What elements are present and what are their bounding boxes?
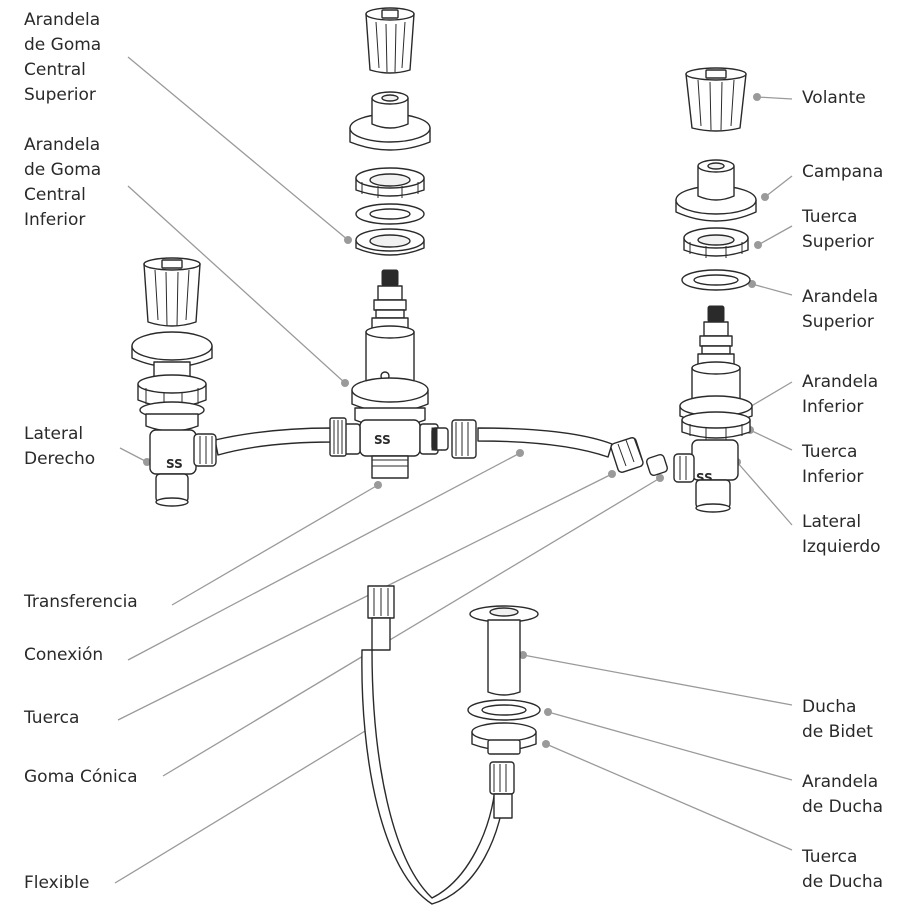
label-tuerca-superior: Tuerca Superior [802, 207, 874, 252]
label-tuerca-ducha: Tuerca de Ducha [802, 847, 884, 892]
left-valve-body: SS [149, 429, 217, 507]
bidet-shower-washer [467, 699, 541, 721]
label-campana: Campana [802, 162, 884, 182]
right-cone-goma-conica [645, 453, 669, 477]
leader-lines [114, 56, 793, 884]
label-volante: Volante [802, 88, 866, 108]
leader-lateral-derecho [119, 447, 148, 463]
center-upper-washer [355, 203, 425, 225]
leader-arandela-superior [751, 283, 793, 296]
transfer-pipe-right [477, 427, 613, 458]
leader-tuerca-superior [757, 225, 793, 246]
right-valve-upper-washer [681, 269, 751, 291]
label-conexion: Conexión [24, 645, 104, 665]
leader-arandela-inferior [747, 381, 793, 409]
label-arandela-goma-central-inferior: Arandela de Goma Central Inferior [24, 135, 102, 230]
leader-lateral-izquierdo [736, 461, 793, 526]
right-side-nut-tuerca [610, 437, 644, 473]
center-stem [365, 269, 415, 388]
label-arandela-goma-central-superior: Arandela de Goma Central Superior [24, 10, 102, 105]
leader-arandela-ducha [547, 711, 793, 781]
leader-tuerca-ducha [545, 743, 793, 851]
center-bell-campana [349, 91, 431, 151]
label-flexible: Flexible [24, 873, 90, 893]
right-valve-stem [691, 305, 741, 409]
left-ss-logo: SS [166, 457, 183, 471]
leader-transferencia [171, 484, 379, 606]
transfer-pipe-left [214, 427, 333, 456]
leader-flexible [114, 727, 371, 884]
label-goma-conica: Goma Cónica [24, 767, 138, 787]
leader-campana [764, 175, 793, 198]
leader-tuerca-inferior [749, 429, 793, 451]
leader-arandela-goma-central-superior [127, 56, 349, 241]
left-valve-handle [143, 257, 201, 327]
label-transferencia: Transferencia [24, 592, 138, 612]
label-lateral-izquierdo: Lateral Izquierdo [802, 512, 881, 557]
left-valve-nut [137, 374, 207, 432]
label-arandela-superior: Arandela Superior [802, 287, 879, 332]
label-tuerca: Tuerca [24, 708, 80, 728]
center-connector-conexion [431, 427, 449, 451]
leader-goma-conica [162, 477, 661, 777]
center-ss-logo: SS [374, 433, 391, 447]
label-arandela-ducha: Arandela de Ducha [802, 772, 884, 817]
center-body: SS [329, 377, 439, 479]
leader-volante [756, 96, 793, 100]
right-valve-bell-campana [675, 159, 757, 222]
label-lateral-derecho: Lateral Derecho [24, 424, 96, 469]
right-valve-handle-volante [685, 67, 747, 132]
leader-conexion [127, 452, 521, 661]
bidet-shower-ducha [469, 605, 539, 696]
flexible-hose [361, 585, 515, 905]
leader-arandela-goma-central-inferior [127, 185, 346, 384]
leader-ducha-bidet [522, 654, 793, 706]
center-handle-volante [365, 7, 415, 74]
label-ducha-bidet: Ducha de Bidet [802, 697, 873, 742]
right-valve-body: SS [673, 395, 753, 513]
bidet-shower-nut [471, 722, 537, 755]
right-valve-upper-nut [683, 227, 749, 258]
label-tuerca-inferior: Tuerca Inferior [802, 442, 864, 487]
center-side-nut [451, 419, 477, 459]
label-arandela-inferior: Arandela Inferior [802, 372, 879, 417]
leader-tuerca [117, 473, 613, 721]
center-upper-nut [355, 167, 425, 198]
center-rubber-washer-superior [355, 228, 425, 256]
